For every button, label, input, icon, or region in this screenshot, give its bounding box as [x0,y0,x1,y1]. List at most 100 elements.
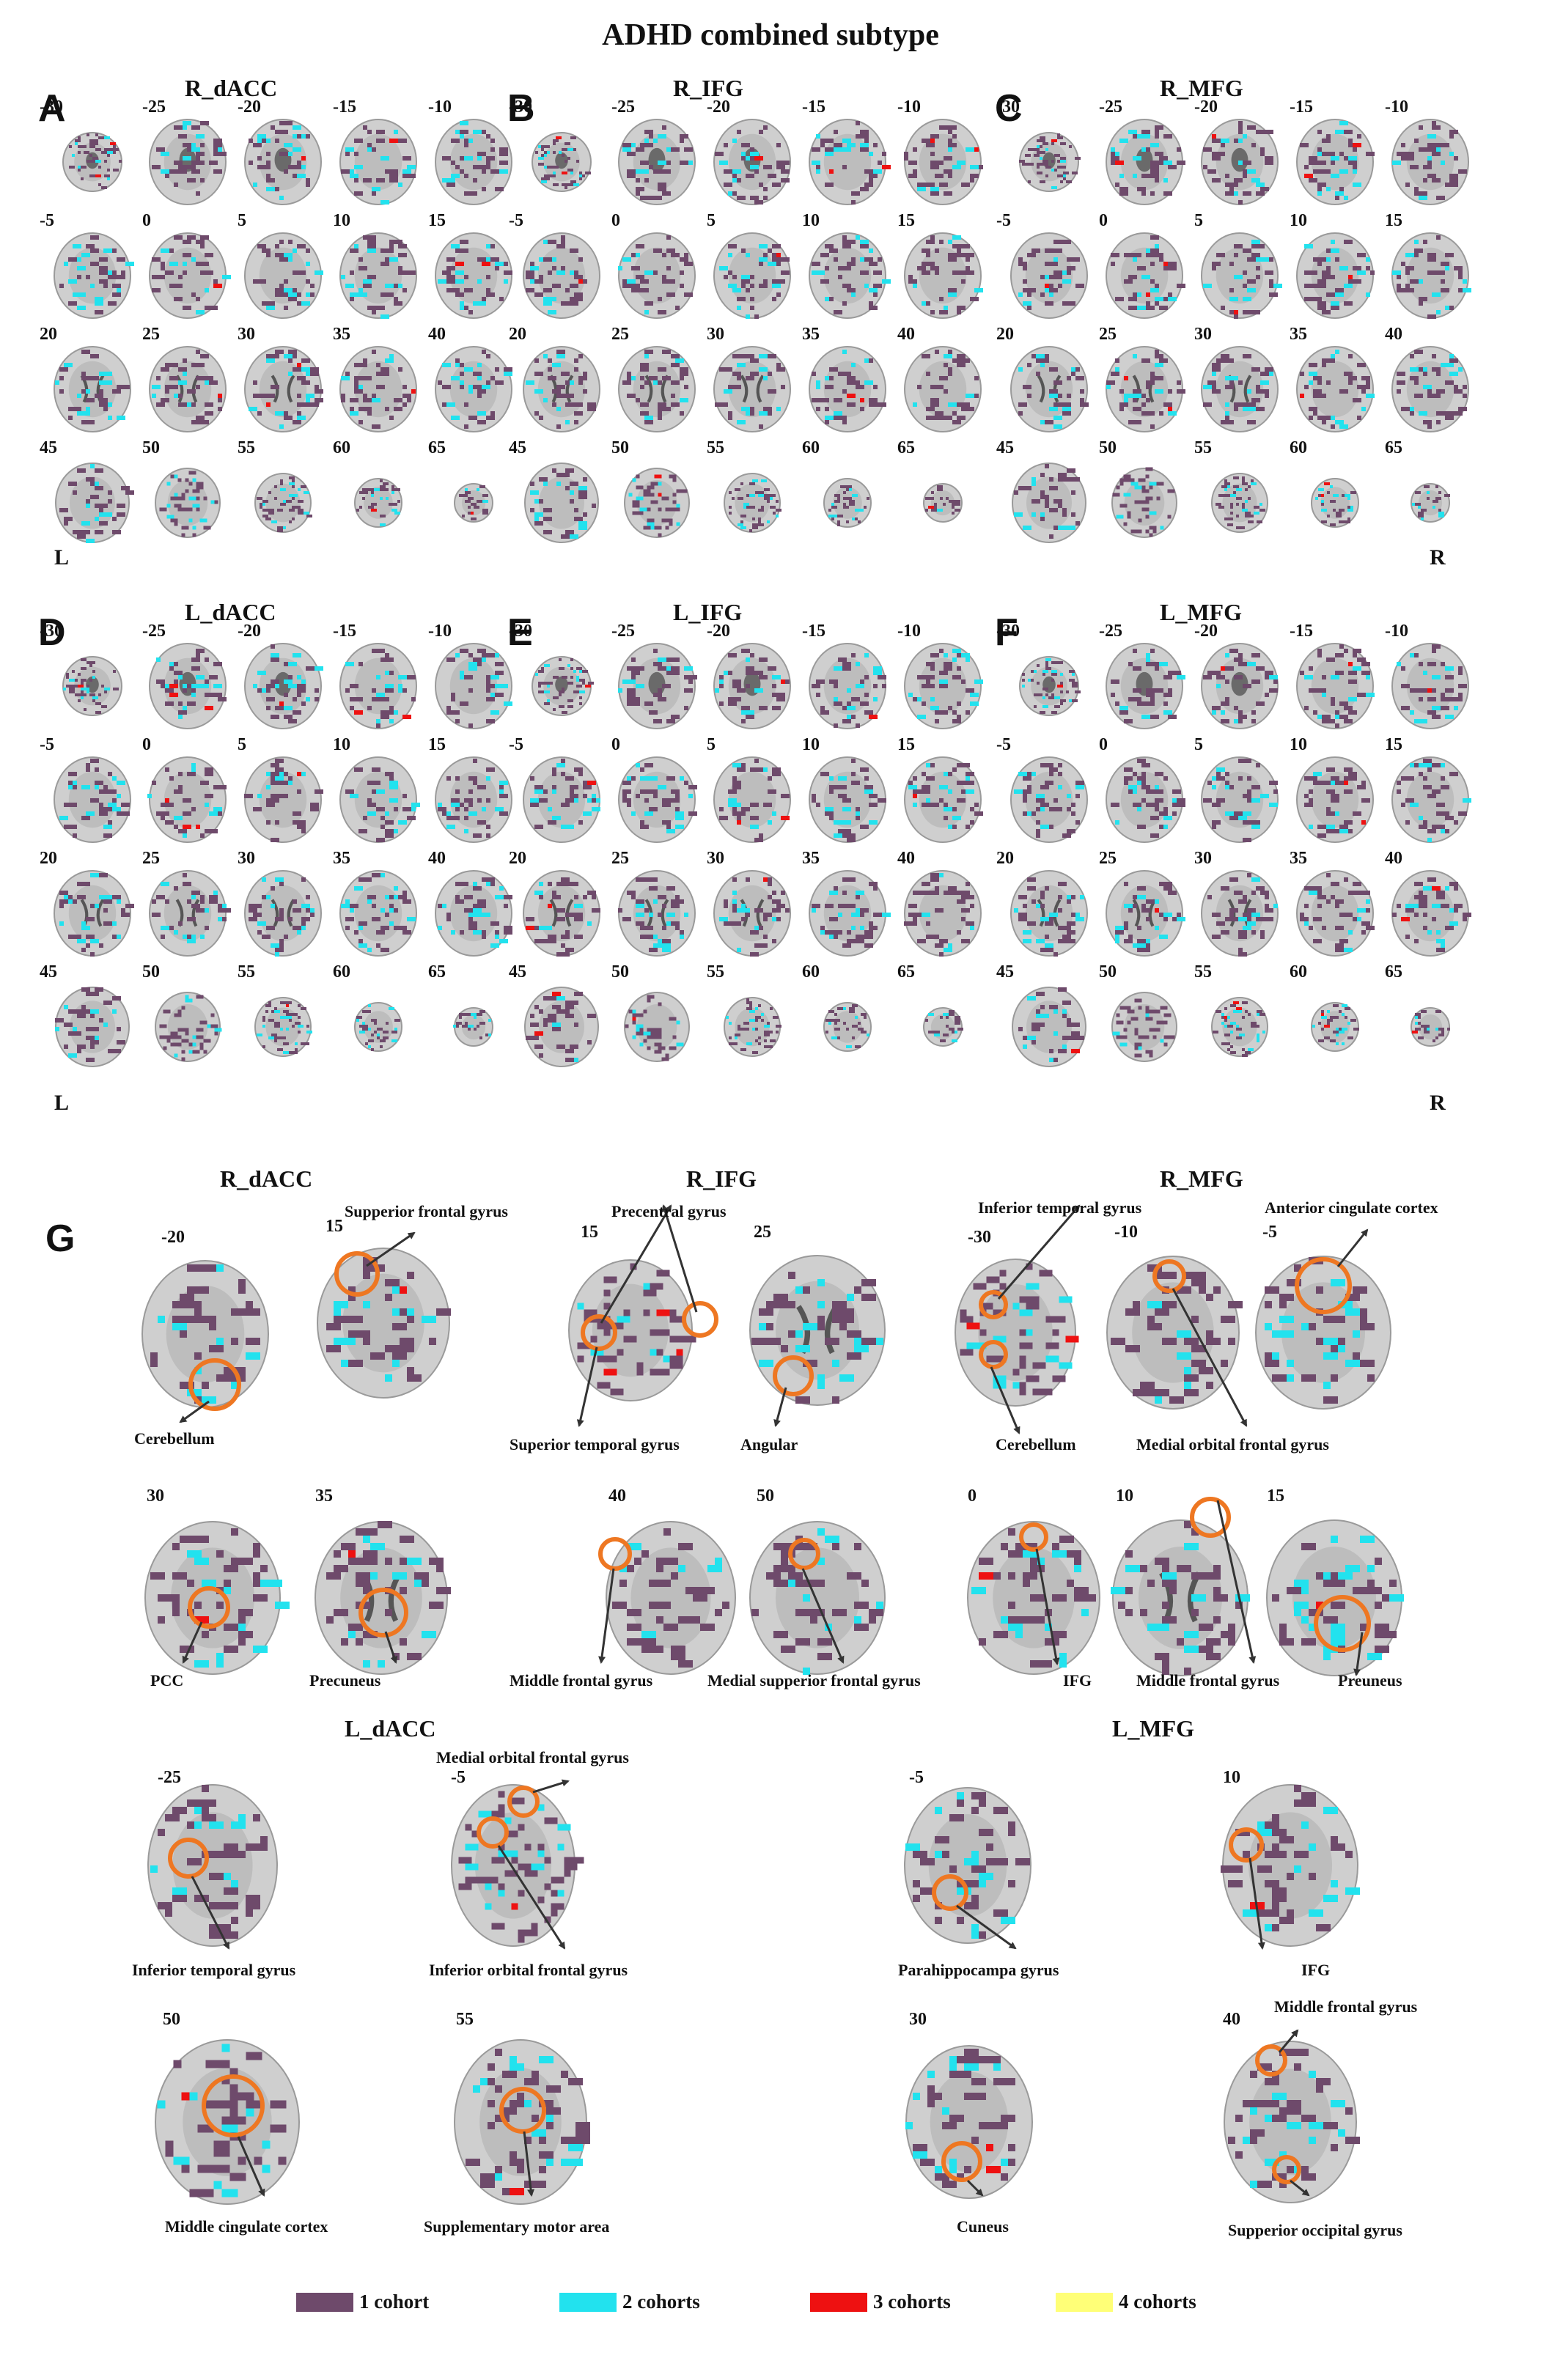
brain-slice [339,870,417,957]
annotation-arrow [532,1779,570,1794]
brain-slice [618,346,696,432]
slice-number: 10 [333,735,350,754]
panel-letter-a: A [38,87,66,130]
annotation-arrow [1353,1632,1364,1676]
slice-number: 30 [1194,849,1212,868]
slice-number: -25 [142,97,166,117]
annotation-arrow [661,1204,698,1313]
highlight-circle [168,1838,209,1879]
brain-slice [354,1002,402,1052]
slice-number: -25 [611,622,635,641]
brain-slice [749,1521,886,1675]
panel-g-slice-number: 50 [757,1486,774,1506]
annotation-arrow [966,2179,984,2197]
panel-g-group-title: L_MFG [1112,1715,1194,1742]
region-annotation: Cuneus [957,2217,1009,2236]
slice-number: 60 [802,962,820,981]
slice-number: 5 [1194,735,1203,754]
slice-number: -20 [1194,97,1218,117]
slice-number: 30 [707,849,724,868]
annotation-arrow [497,1845,566,1950]
brain-slice [524,987,599,1067]
brain-slice [809,346,886,432]
brain-slice [724,473,781,533]
brain-slice [1111,467,1177,538]
brain-slice [1201,119,1279,205]
region-annotation: Medial orbital frontal gyrus [436,1748,629,1766]
panel-title-r-mfg: R_MFG [1160,75,1243,101]
brain-slice [905,2045,1033,2199]
panel-title-l-dacc: L_dACC [185,599,276,625]
slice-number: 35 [802,325,820,344]
slice-number: 60 [802,438,820,457]
region-annotation: Supperior occipital gyrus [1228,2221,1402,2239]
slice-number: 20 [996,325,1014,344]
slice-number: 15 [428,735,446,754]
slice-number: 10 [802,211,820,230]
panel-g-slice-number: -30 [968,1228,991,1247]
panel-g-slice-number: 35 [315,1486,333,1506]
slice-number: -15 [1290,622,1313,641]
brain-slice [1391,643,1469,729]
panel-g-slice-number: -10 [1114,1223,1138,1242]
brain-slice [155,2039,300,2205]
slice-number: 40 [428,325,446,344]
brain-slice [1111,1519,1250,1676]
panel-letter-b: B [507,87,535,130]
brain-slice [244,232,323,319]
legend-label: 1 cohort [359,2291,430,2313]
annotation-arrow [384,1631,398,1664]
slice-number: 65 [428,962,446,981]
brain-slice [618,119,696,205]
slice-number: 65 [897,438,915,457]
brain-slice [1201,870,1279,957]
brain-slice [54,346,131,432]
region-annotation: IFG [1063,1671,1092,1690]
annotation-arrow [182,1621,203,1664]
slice-number: 55 [707,962,724,981]
brain-slice [1012,987,1086,1067]
slice-number: 40 [428,849,446,868]
brain-slice [55,463,134,543]
slice-number: 30 [238,325,255,344]
brain-slice [823,478,872,528]
brain-slice [1010,232,1088,319]
slice-number: -25 [1099,622,1122,641]
brain-slice [149,643,227,729]
slice-number: -30 [996,622,1020,641]
brain-slice [568,1259,696,1401]
slice-number: 0 [611,735,620,754]
panel-letter-f: F [995,611,1018,654]
annotation-arrow [773,1387,787,1427]
slice-number: -10 [897,97,921,117]
panel-g-slice-number: 15 [1267,1486,1284,1506]
highlight-circle [682,1301,718,1338]
slice-number: -5 [509,211,523,230]
brain-slice [1201,643,1279,729]
brain-slice [624,468,690,538]
panel-g-slice-number: 0 [968,1486,977,1506]
slice-number: 0 [142,211,151,230]
slice-number: 50 [142,438,160,457]
brain-slice [141,1260,269,1408]
highlight-circle [598,1537,632,1571]
legend-swatch [810,2293,867,2312]
brain-slice [1106,1256,1243,1410]
panel-g-slice-number: 40 [608,1486,626,1506]
highlight-circle [1272,2155,1301,2184]
slice-number: 35 [802,849,820,868]
brain-slice [435,346,512,432]
brain-slice [144,1521,290,1675]
annotation-arrow [237,2136,265,2197]
slice-number: -30 [40,97,63,117]
highlight-circle [1229,1827,1264,1863]
brain-slice [339,756,420,843]
brain-slice [1106,756,1185,843]
slice-number: 60 [333,438,350,457]
brain-slice [713,119,791,205]
brain-slice [1019,132,1081,192]
slice-number: 30 [1194,325,1212,344]
slice-number: 0 [1099,211,1108,230]
region-annotation: Middle cingulate cortex [165,2217,328,2236]
annotation-arrow [1216,1500,1257,1664]
